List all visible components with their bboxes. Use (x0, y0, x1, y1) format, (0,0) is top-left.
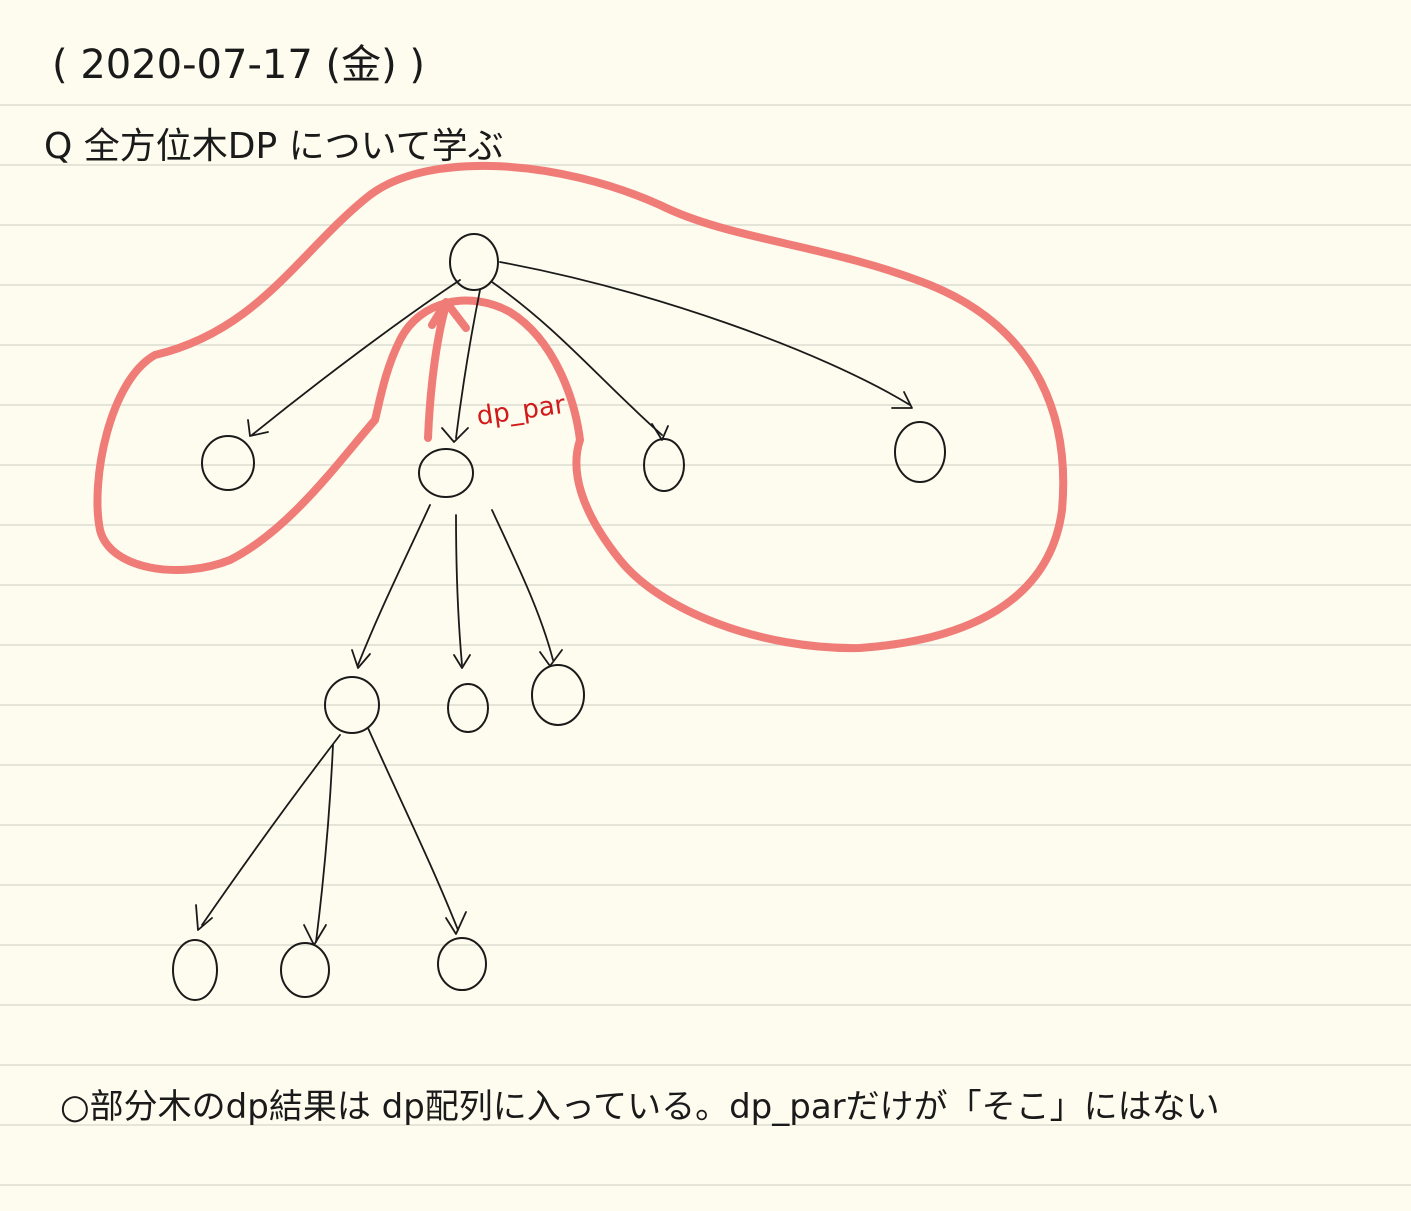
leaf-node-3 (437, 937, 487, 991)
bottom-note: ○部分木のdp結果は dp配列に入っている。dp_parだけが「そこ」にはない (60, 1087, 1220, 1127)
grandchild-node-right (531, 664, 585, 726)
leaf-node-2 (280, 942, 330, 998)
child-node-far-right (894, 421, 946, 483)
grandchild-node-left (324, 676, 380, 734)
tree-arrowheads (195, 391, 913, 946)
tree-nodes (172, 233, 946, 1001)
root-node (449, 233, 499, 291)
child-node-middle (418, 448, 474, 498)
date-heading: ( 2020-07-17 (金) ) (52, 42, 425, 88)
child-node-right (643, 438, 685, 492)
tree-edges (201, 261, 911, 943)
ruled-lines (0, 104, 1411, 1186)
leaf-node-1 (172, 939, 218, 1001)
question-heading: Q 全方位木DP について学ぶ (44, 126, 504, 167)
rerooted-region-outline (93, 161, 1068, 653)
child-node-left (201, 435, 255, 491)
grandchild-node-middle (447, 683, 489, 733)
dp-par-label: dp_par (475, 390, 568, 432)
dp-par-arrow (424, 298, 470, 442)
